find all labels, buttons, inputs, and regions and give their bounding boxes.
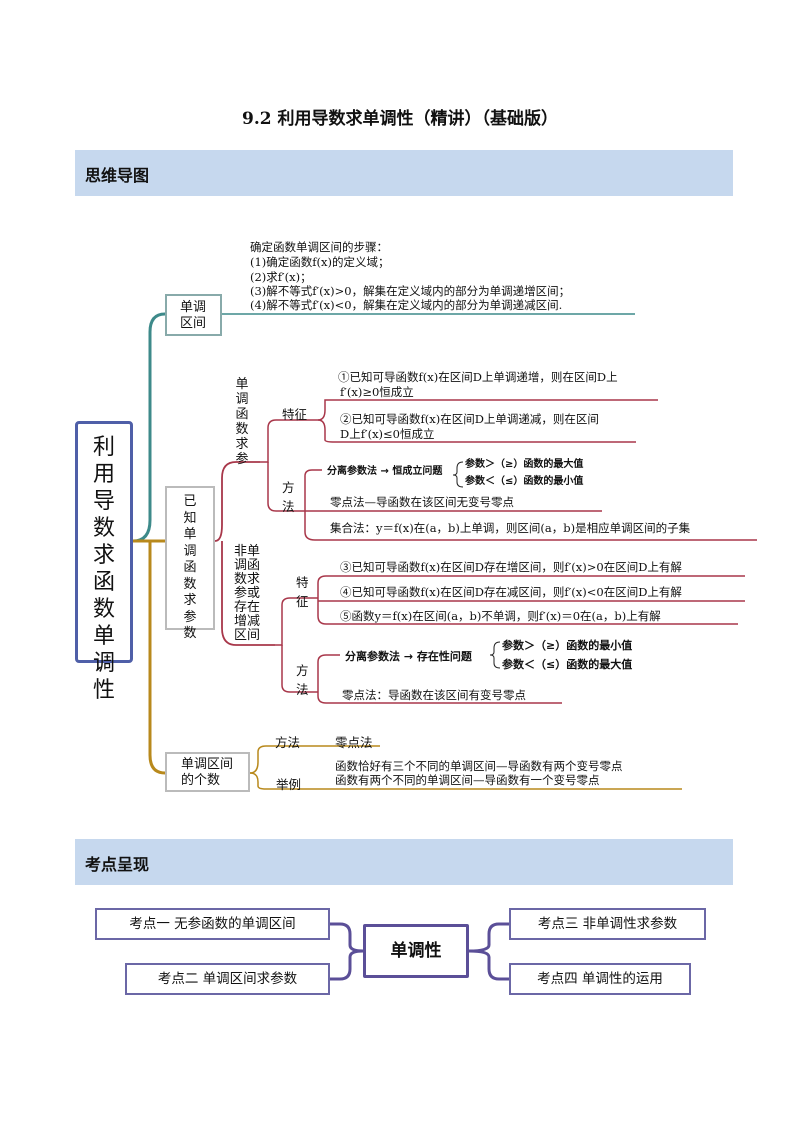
page-title: 9.2 利用导数求单调性（精讲）（基础版） <box>242 109 558 129</box>
count-example-label: 举例 <box>276 777 302 792</box>
section-title: 考点呈现 <box>85 855 150 874</box>
root-label: 利用导数求函数单调性 <box>92 435 115 703</box>
zero-method-2: 零点法：导函数在该区间有变号零点 <box>342 688 526 702</box>
kaodian-1: 考点一 无参函数的单调区间 <box>95 908 330 940</box>
root-node: 利用导数求函数单调性 <box>75 421 133 703</box>
sep-1-min: 参数＜（≤）函数的最小值 <box>465 476 584 487</box>
feature-2-line2: D上f′(x)≤0恒成立 <box>340 427 435 441</box>
kaodian-3: 考点三 非单调性求参数 <box>509 908 706 940</box>
feature-3: ③已知可导函数f(x)在区间D存在增区间，则f′(x)>0在区间D上有解 <box>340 560 682 574</box>
feature-1-line2: f′(x)≥0恒成立 <box>340 385 414 399</box>
branch-label-line1: 单调 <box>180 300 207 315</box>
feature-5: ⑤函数y＝f(x)在区间(a，b)不单调，则f′(x)＝0在(a，b)上有解 <box>340 609 661 623</box>
section-banner-kaodian: 考点呈现 <box>75 839 733 885</box>
sub-nonmonotonic-label: 非单调函数求参或存在增减区间 <box>233 544 260 643</box>
count-method-value: 零点法 <box>335 735 373 750</box>
step-4: (4)解不等式f′(x)<0，解集在定义域内的部分为单调递减区间. <box>250 298 563 312</box>
feature-2-line1: ②已知可导函数f(x)在区间D上单调递减，则在区间 <box>340 412 599 426</box>
sep-2-min: 参数＞（≥）函数的最小值 <box>502 639 633 652</box>
branch-label: 已知单调函数求参数 <box>183 494 197 641</box>
method-label-2: 方法 <box>296 663 309 697</box>
section-banner-mindmap: 思维导图 <box>75 150 733 196</box>
branch-label-line2: 的个数 <box>181 773 221 788</box>
count-method-label: 方法 <box>275 735 301 750</box>
branch-known-monotonic-params: 已知单调函数求参数 <box>165 486 215 641</box>
separation-method-1: 分离参数法 → 恒成立问题 <box>327 466 443 477</box>
branch-label-line1: 单调区间 <box>181 757 234 772</box>
kaodian-2: 考点二 单调区间求参数 <box>125 963 330 995</box>
feature-1-line1: ①已知可导函数f(x)在区间D上单调递增，则在区间D上 <box>338 370 618 384</box>
section-title: 思维导图 <box>85 166 150 185</box>
feature-label-2: 特征 <box>296 575 309 609</box>
feature-label-1: 特征 <box>282 407 308 422</box>
sub-monotonic-label: 单调函数求参 <box>235 377 249 467</box>
set-method: 集合法：y＝f(x)在(a，b)上单调，则区间(a，b)是相应单调区间的子集 <box>330 521 691 535</box>
steps-heading: 确定函数单调区间的步骤： <box>250 240 388 254</box>
separation-method-2: 分离参数法 → 存在性问题 <box>345 650 472 663</box>
kaodian-4: 考点四 单调性的运用 <box>509 963 691 995</box>
step-3: (3)解不等式f′(x)>0，解集在定义域内的部分为单调递增区间； <box>250 284 571 298</box>
step-1: (1)确定函数f(x)的定义域； <box>250 255 390 269</box>
branch-label-line2: 区间 <box>180 316 207 331</box>
sep-2-max: 参数＜（≤）函数的最大值 <box>502 658 633 671</box>
branch-monotonic-interval: 单调 区间 <box>165 294 222 336</box>
feature-4: ④已知可导函数f(x)在区间D存在减区间，则f′(x)<0在区间D上有解 <box>340 585 682 599</box>
example-1: 函数恰好有三个不同的单调区间—导函数有两个变号零点 <box>335 759 623 773</box>
sep-1-max: 参数＞（≥）函数的最大值 <box>465 459 584 470</box>
kaodian-center-node: 单调性 <box>363 924 469 978</box>
step-2: (2)求f′(x)； <box>250 270 312 284</box>
branch-interval-count: 单调区间 的个数 <box>165 752 250 792</box>
zero-method-1: 零点法—导函数在该区间无变号零点 <box>330 495 514 509</box>
example-2: 函数有两个不同的单调区间—导函数有一个变号零点 <box>335 773 600 787</box>
method-label-1: 方法 <box>282 480 295 514</box>
